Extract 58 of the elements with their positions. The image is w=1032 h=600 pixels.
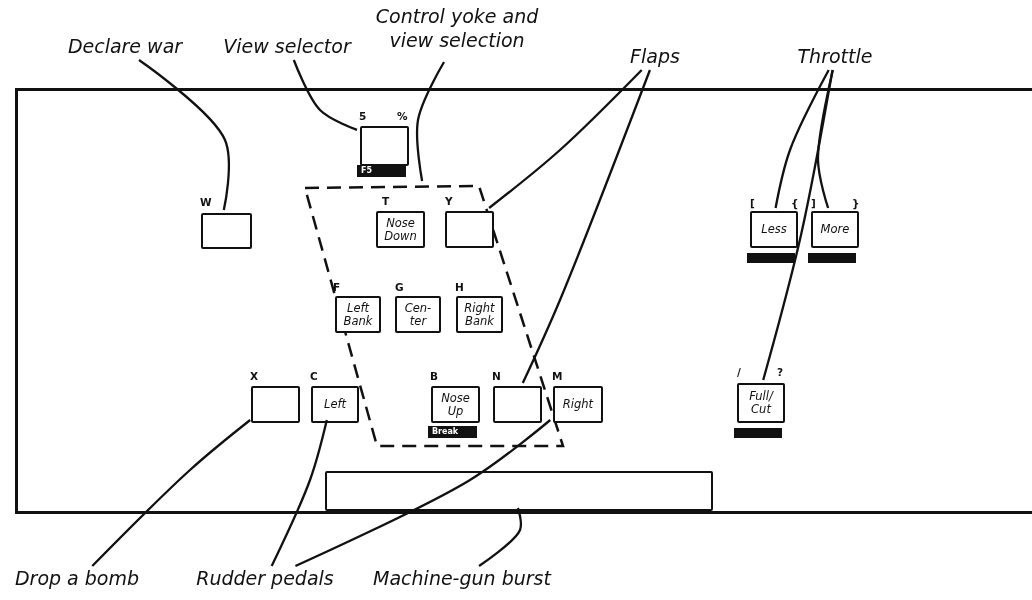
leader-line (521, 69, 651, 384)
key-legend: W (200, 196, 212, 208)
key-legend: / (737, 366, 741, 378)
leader-line (816, 69, 834, 209)
callout-label: Machine-gun burst (352, 566, 572, 596)
leader-line (488, 69, 643, 209)
keyboard-key: Right Bank (456, 296, 503, 333)
key-strip: F5 (357, 165, 406, 177)
key-legend: C (310, 370, 318, 382)
key-legend: T (382, 195, 390, 207)
leader-line (292, 59, 358, 131)
key-legend: X (250, 370, 259, 382)
leader-line (270, 419, 328, 567)
key-legend: M (552, 370, 563, 382)
leader-line (774, 69, 830, 209)
leader-line (415, 61, 445, 182)
keyboard-key: Full/ Cut (737, 383, 785, 423)
callout-label: Drop a bomb (2, 566, 152, 596)
callout-label: Throttle (785, 44, 885, 70)
keyboard-key (251, 386, 300, 423)
leader-line (762, 69, 834, 381)
key-legend: } (852, 197, 860, 209)
key-legend: % (397, 110, 408, 122)
key-legend: ] (811, 197, 816, 209)
leader-line (294, 419, 551, 568)
key-legend: [ (750, 197, 755, 209)
keyboard-key (325, 471, 713, 511)
callout-label: Rudder pedals (185, 566, 345, 596)
key-strip: Break (428, 426, 477, 438)
keyboard-key: Nose Down (376, 211, 425, 248)
keyboard-key: Right (553, 386, 603, 423)
leader-line (91, 419, 251, 567)
keyboard-key (201, 213, 252, 249)
key-legend: ? (777, 366, 784, 378)
key-legend: { (791, 197, 799, 209)
keyboard-key (360, 126, 409, 166)
key-legend: N (492, 370, 501, 382)
key-legend: H (455, 281, 464, 293)
keyboard-key: Left (311, 386, 359, 423)
leader-line (478, 507, 523, 567)
key-legend: B (430, 370, 438, 382)
callout-label: Control yoke and view selection (362, 4, 552, 62)
keyboard-outline (15, 88, 1032, 514)
keyboard-key (493, 386, 542, 423)
keyboard-key: Left Bank (335, 296, 381, 333)
callout-label: View selector (212, 34, 362, 60)
keyboard-key (445, 211, 494, 248)
key-legend: Y (445, 195, 453, 207)
keyboard-key: More (811, 211, 859, 248)
callout-label: Flaps (615, 44, 695, 70)
key-legend: G (395, 281, 404, 293)
keyboard-key: Cen- ter (395, 296, 441, 333)
key-legend: F (333, 281, 341, 293)
keyboard-key: Nose Up (431, 386, 480, 423)
callout-label: Declare war (40, 34, 210, 60)
leader-line (138, 59, 230, 211)
key-legend: 5 (359, 110, 367, 122)
keyboard-key: Less (750, 211, 798, 248)
